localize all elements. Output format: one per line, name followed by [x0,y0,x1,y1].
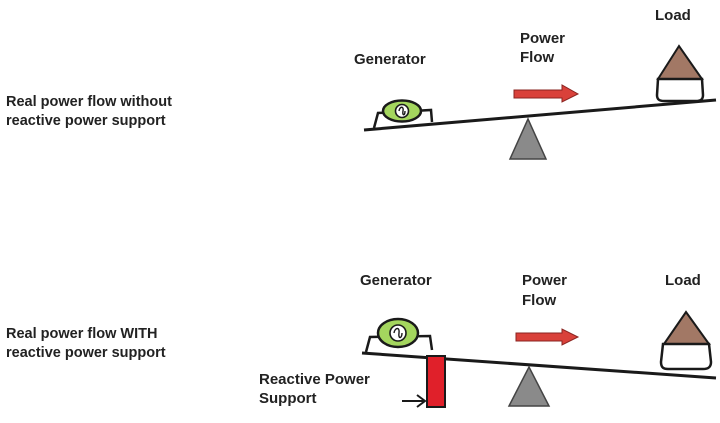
bottom-generator-label: Generator [360,272,432,289]
bottom-power-flow-arrow [515,328,580,346]
bottom-load-label: Load [665,272,701,289]
bottom-caption-line1: Real power flow WITH [6,326,158,342]
top-power-flow-arrow [513,84,580,103]
reactive-support-label-line1: Reactive Power [259,371,370,388]
top-balance-beam [363,98,717,132]
support-pointer-arrow [402,394,427,408]
top-load-label: Load [655,7,691,24]
reactive-support-label-line2: Support [259,390,317,407]
reactive-power-support-block [426,355,446,408]
top-load-icon [655,44,705,103]
top-fulcrum [508,117,548,160]
bottom-generator-icon [376,317,420,349]
top-generator-icon [381,99,423,123]
top-power-flow-label-line2: Flow [520,49,555,66]
top-power-flow-label-line1: Power [520,30,566,47]
top-caption-line1: Real power flow without [6,94,172,110]
bottom-power-flow-label-line1: Power [522,272,568,289]
bottom-balance-beam [361,351,717,380]
bottom-power-flow-label-line2: Flow [522,292,557,309]
top-generator-label: Generator [354,51,426,68]
bottom-fulcrum [507,365,551,407]
top-caption-line2: reactive power support [6,113,166,129]
bottom-load-icon [659,310,713,371]
bottom-caption-line2: reactive power support [6,345,166,361]
